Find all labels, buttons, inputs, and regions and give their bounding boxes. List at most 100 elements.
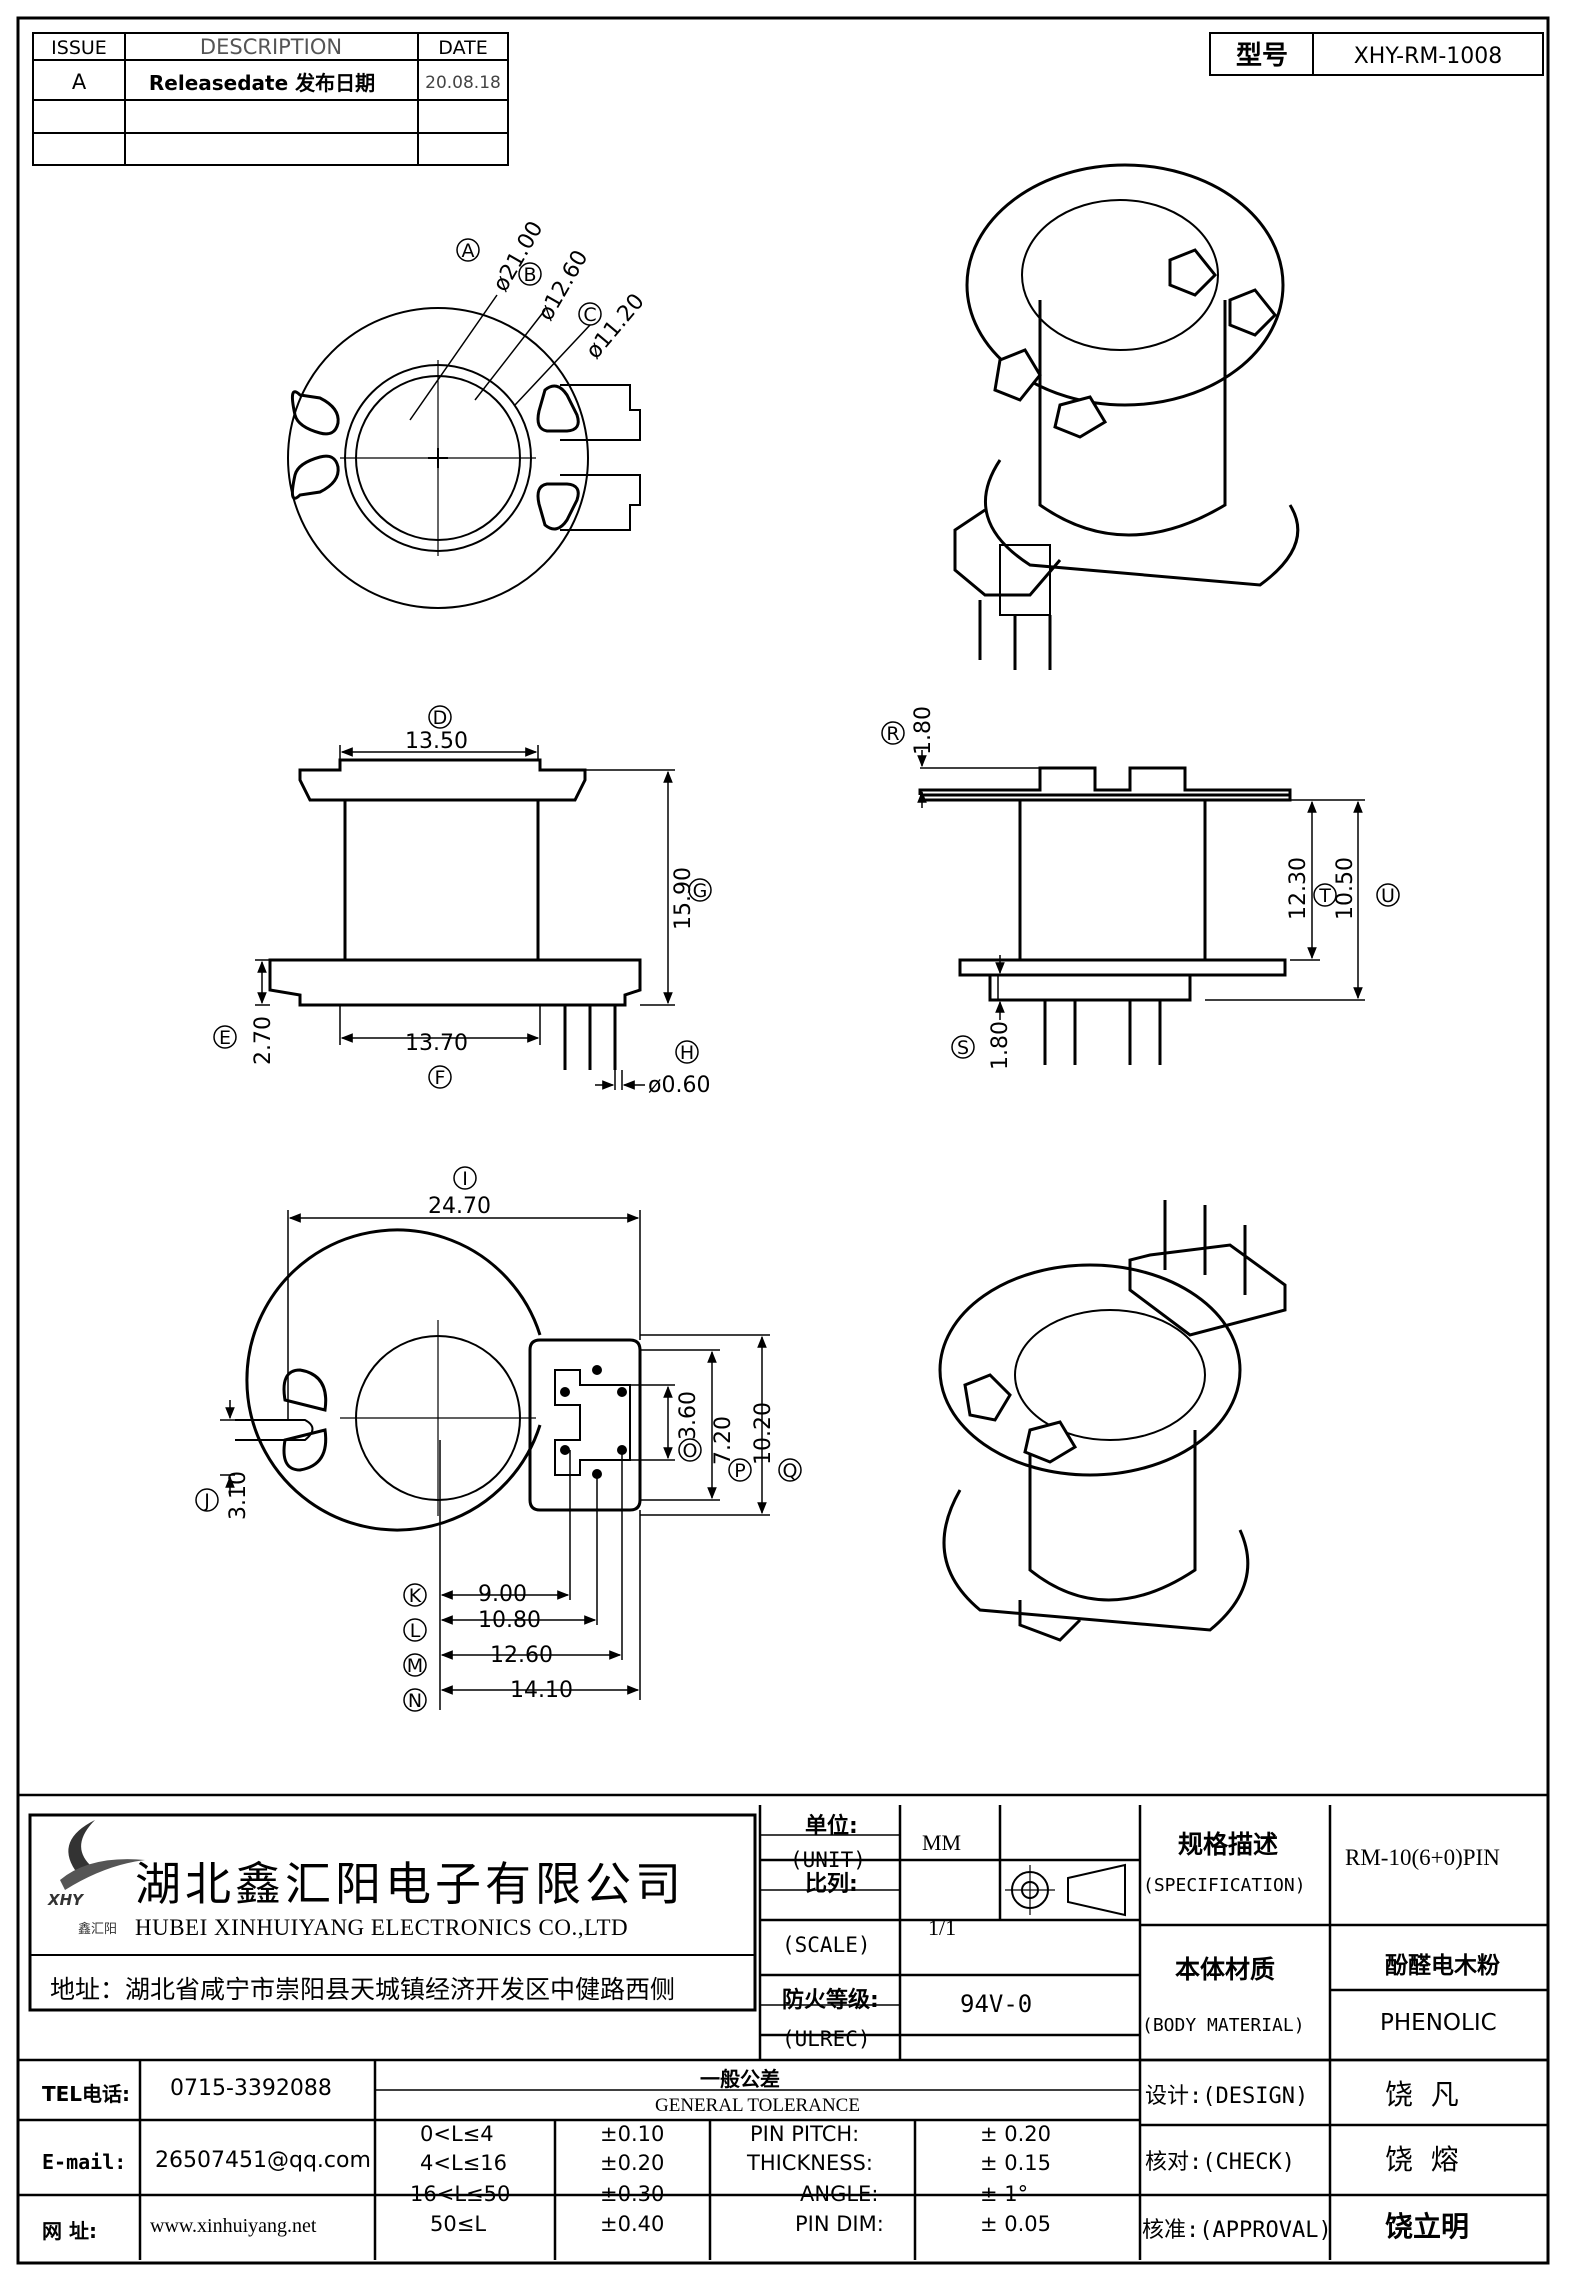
revision-table bbox=[32, 32, 509, 166]
dim-m-value: 12.60 bbox=[490, 1643, 553, 1668]
dim-l-letter: L bbox=[410, 1620, 421, 1642]
web-value: www.xinhuiyang.net bbox=[150, 2215, 317, 2237]
company-name-cn: 湖北鑫汇阳电子有限公司 bbox=[135, 1857, 685, 1911]
tol-item: ANGLE: bbox=[800, 2182, 879, 2206]
callout-b-letter: B bbox=[523, 264, 536, 286]
dim-t-value: 12.30 bbox=[1286, 857, 1311, 920]
tolerance-row: 50≤L ±0.40 PIN DIM: ± 0.05 bbox=[375, 2212, 1140, 2242]
bottom-view-dim-labels: I 24.70 3.60 O 7.20 P 10.20 Q J 3.10 K 9… bbox=[195, 1166, 802, 1712]
dim-i-letter: I bbox=[462, 1168, 468, 1190]
dim-d-value: 13.50 bbox=[405, 729, 468, 754]
company-name-en: HUBEI XINHUIYANG ELECTRONICS CO.,LTD bbox=[135, 1915, 629, 1940]
email-label: E-mail: bbox=[42, 2150, 127, 2174]
material-label-en: (BODY MATERIAL) bbox=[1142, 2015, 1305, 2036]
tolerance-title-cn: 一般公差 bbox=[700, 2067, 780, 2091]
dim-m-letter: M bbox=[407, 1655, 423, 1677]
tol-range: 50≤L bbox=[430, 2212, 487, 2236]
dim-f-value: 13.70 bbox=[405, 1031, 468, 1056]
logo-wordmark: XHY bbox=[47, 1891, 85, 1909]
ulrec-label: 防火等级: bbox=[782, 1988, 879, 2013]
tol-value: ±0.20 bbox=[600, 2151, 665, 2175]
model-value: XHY-RM-1008 bbox=[1354, 44, 1503, 69]
dim-i-value: 24.70 bbox=[428, 1194, 491, 1219]
design-label: 设计:(DESIGN) bbox=[1145, 2084, 1309, 2109]
dim-e-letter: E bbox=[219, 1027, 231, 1049]
dim-h-letter: H bbox=[680, 1042, 694, 1064]
bottom-view-dims bbox=[220, 1210, 770, 1710]
iso-view-top bbox=[953, 163, 1300, 670]
side-view-dims bbox=[917, 750, 1365, 1020]
dim-d-letter: D bbox=[433, 707, 448, 729]
dim-n-value: 14.10 bbox=[510, 1678, 573, 1703]
tol-item-value: ± 0.05 bbox=[980, 2212, 1052, 2236]
top-view bbox=[287, 294, 641, 609]
front-view-dim-labels: D 13.50 15.90 G E 2.70 13.70 F H ø0.60 bbox=[213, 705, 712, 1098]
model-box bbox=[1209, 32, 1544, 76]
dim-p-letter: P bbox=[734, 1460, 745, 1482]
scale-label-en: (SCALE) bbox=[782, 1933, 871, 1957]
tol-value: ±0.40 bbox=[600, 2212, 665, 2236]
dim-o-value: 3.60 bbox=[676, 1391, 701, 1440]
email-value: 26507451@qq.com bbox=[155, 2148, 371, 2173]
dim-f-letter: F bbox=[435, 1067, 446, 1089]
ulrec-label-en: (ULREC) bbox=[782, 2027, 871, 2051]
scale-value: 1/1 bbox=[928, 1915, 957, 1940]
side-view-dim-labels: R 1.80 12.30 T 10.50 U S 1.80 bbox=[881, 706, 1400, 1070]
callout-c-letter: C bbox=[583, 304, 596, 326]
tol-value: ±0.30 bbox=[600, 2182, 665, 2206]
callout-a-letter: A bbox=[462, 240, 475, 262]
tol-item: PIN DIM: bbox=[795, 2212, 884, 2236]
rev-row-date: 20.08.18 bbox=[425, 73, 501, 93]
material-value-en: PHENOLIC bbox=[1380, 2010, 1497, 2036]
check-label: 核对:(CHECK) bbox=[1145, 2150, 1295, 2175]
scale-label: 比列: bbox=[805, 1872, 858, 1897]
design-name: 饶 凡 bbox=[1385, 2078, 1459, 2111]
dim-p-value: 7.20 bbox=[711, 1416, 736, 1465]
rev-header-date: DATE bbox=[438, 37, 487, 59]
material-label: 本体材质 bbox=[1175, 1955, 1276, 1984]
front-view bbox=[268, 758, 642, 1070]
check-name: 饶 熔 bbox=[1385, 2143, 1459, 2176]
tol-item: THICKNESS: bbox=[747, 2151, 873, 2175]
dim-n-letter: N bbox=[408, 1690, 422, 1712]
dim-q-letter: Q bbox=[783, 1460, 798, 1482]
tolerance-row: 0<L≤4 ±0.10 PIN PITCH: ± 0.20 bbox=[375, 2122, 1140, 2151]
rev-header-issue: ISSUE bbox=[51, 37, 107, 59]
dim-q-value: 10.20 bbox=[751, 1402, 776, 1465]
unit-value: MM bbox=[922, 1830, 962, 1855]
spec-label: 规格描述 bbox=[1178, 1830, 1279, 1859]
company-logo: XHY 鑫汇阳 bbox=[47, 1820, 145, 1937]
dim-e-value: 2.70 bbox=[251, 1016, 276, 1065]
dim-r-letter: R bbox=[886, 723, 899, 745]
logo-subtext: 鑫汇阳 bbox=[78, 1921, 117, 1937]
tolerance-rows: 0<L≤4 ±0.10 PIN PITCH: ± 0.20 4<L≤16 ±0.… bbox=[375, 2122, 1140, 2242]
iso-view-bottom bbox=[938, 1200, 1287, 1642]
approval-label: 核准:(APPROVAL) bbox=[1142, 2218, 1332, 2243]
tol-range: 16<L≤50 bbox=[410, 2182, 511, 2206]
tol-item-value: ± 1° bbox=[980, 2182, 1029, 2206]
dim-o-letter: O bbox=[683, 1440, 698, 1462]
dim-u-value: 10.50 bbox=[1333, 857, 1358, 920]
rev-header-description: DESCRIPTION bbox=[200, 35, 342, 59]
dim-h-value: ø0.60 bbox=[648, 1073, 710, 1098]
dim-j-letter: J bbox=[203, 1490, 210, 1512]
tol-range: 0<L≤4 bbox=[420, 2122, 494, 2146]
tel-value: 0715-3392088 bbox=[170, 2076, 332, 2101]
unit-label: 单位: bbox=[805, 1814, 858, 1839]
tol-item-value: ± 0.20 bbox=[980, 2122, 1052, 2146]
title-block-frame bbox=[18, 1793, 1548, 2260]
dim-u-letter: U bbox=[1381, 885, 1395, 907]
sheet-border bbox=[16, 16, 1550, 2265]
rev-row-issue: A bbox=[72, 70, 87, 94]
tel-label: TEL电话: bbox=[42, 2082, 131, 2106]
callout-a-value: ø21.00 bbox=[489, 217, 549, 296]
tolerance-row: 16<L≤50 ±0.30 ANGLE: ± 1° bbox=[375, 2182, 1140, 2212]
tolerance-row: 4<L≤16 ±0.20 THICKNESS: ± 0.15 bbox=[375, 2151, 1140, 2182]
projection-symbol-icon bbox=[1005, 1863, 1126, 1917]
dim-g-value: 15.90 bbox=[671, 867, 696, 930]
ulrec-value: 94V-0 bbox=[960, 1990, 1033, 2018]
dim-k-letter: K bbox=[409, 1585, 422, 1607]
dim-t-letter: T bbox=[1318, 885, 1331, 907]
callout-c-value: ø11.20 bbox=[581, 289, 649, 364]
web-label: 网 址: bbox=[42, 2219, 97, 2243]
